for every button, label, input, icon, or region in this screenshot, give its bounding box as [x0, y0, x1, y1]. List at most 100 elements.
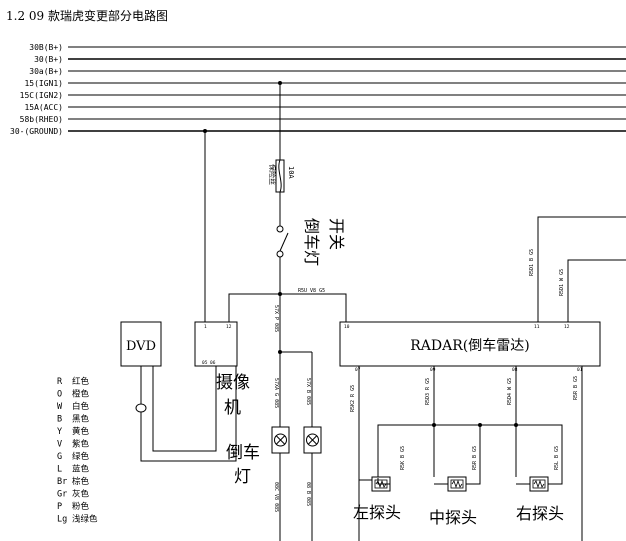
wire-code: R5K2 R G5 — [350, 385, 356, 412]
bus-label: 15A(ACC) — [24, 103, 63, 112]
pin-label: 12 — [226, 324, 232, 330]
legend-code: G — [57, 452, 62, 462]
legend-name: 棕色 — [72, 476, 90, 487]
diagram-title: 1.2 09 款瑞虎变更部分电路图 — [6, 8, 168, 23]
camera-label: 摄像 — [216, 373, 250, 393]
legend-code: W — [57, 402, 63, 412]
legend-row: V 紫色 — [57, 439, 90, 450]
legend-row: R 红色 — [57, 376, 90, 387]
legend-code: B — [57, 415, 62, 425]
wire-code: R5D1 W G5 — [559, 269, 565, 296]
wire-code: R5D1 B G5 — [529, 249, 535, 276]
legend-row: Br 棕色 — [57, 476, 90, 487]
legend-row: B 黑色 — [57, 414, 90, 425]
sensor-mid-label: 中探头 — [429, 508, 477, 527]
reverse-lamp-right — [303, 426, 322, 454]
wire-radar-top-2 — [567, 259, 626, 322]
wire-code: R5L B G5 — [554, 446, 560, 470]
pin-label: 08 — [512, 367, 518, 373]
wire-sensor-left-common — [377, 478, 390, 485]
legend-row: G 绿色 — [57, 451, 90, 462]
legend-name: 浅绿色 — [72, 514, 98, 525]
switch-label: 倒车灯 — [302, 218, 321, 266]
bus-label: 15C(IGN2) — [20, 91, 63, 100]
legend-name: 橙色 — [72, 389, 90, 400]
pin-label: 05 — [202, 360, 208, 366]
switch-contact — [276, 225, 284, 233]
legend-name: 绿色 — [72, 451, 90, 462]
legend-row: Gr 灰色 — [57, 489, 90, 500]
fuse-label: 保险丝 — [268, 164, 277, 185]
legend-code: R — [57, 377, 63, 387]
fuse-rating: 10A — [287, 166, 295, 179]
bus-label: 30(B+) — [34, 55, 63, 64]
legend-row: Y 黄色 — [57, 426, 90, 437]
legend-row: Lg 浅绿色 — [57, 514, 98, 525]
pin-label: 06 — [210, 360, 216, 366]
fuse-element — [278, 159, 282, 193]
dvd-label: DVD — [126, 339, 156, 354]
bus-label: 30B(B+) — [29, 43, 63, 52]
switch-lever — [279, 232, 289, 252]
pin-label: 07 — [355, 367, 361, 373]
radar-module — [339, 321, 601, 367]
wire-code: R5R B G5 — [573, 376, 579, 400]
legend-code: Y — [57, 427, 62, 437]
wire-code: 08 B 085 — [305, 482, 311, 506]
legend-name: 粉色 — [72, 501, 90, 512]
video-connector — [135, 403, 147, 413]
camera-label: 机 — [224, 398, 241, 418]
wire-code: R5U V8 G5 — [298, 288, 325, 294]
legend-code: O — [57, 390, 62, 400]
legend-code: Lg — [57, 515, 67, 525]
wire-code: 57X P 085 — [273, 305, 279, 332]
wire-code: 08C V8 085 — [273, 482, 279, 512]
wire-dvd-camera-inner — [152, 366, 217, 452]
wire-sensor-mid-common — [466, 478, 481, 485]
wire-code: 57X B 085 — [305, 378, 311, 405]
wire-code: R5R B G5 — [472, 446, 478, 470]
wire-code: R5D3 R G5 — [425, 378, 431, 405]
legend-name: 白色 — [72, 401, 90, 412]
sensor-left-label: 左探头 — [353, 503, 401, 522]
bus-labels: 30B(B+) 30(B+) 30a(B+) 15(IGN1) 15C(IGN2… — [10, 43, 63, 136]
legend-code: P — [57, 502, 62, 512]
legend-row: L 蓝色 — [57, 464, 90, 475]
legend-row: P 粉色 — [57, 501, 90, 512]
legend-name: 黄色 — [72, 426, 90, 437]
switch-contact — [276, 250, 284, 258]
wire-sensor-common — [377, 424, 563, 478]
bus-label: 58b(RHEO) — [20, 115, 63, 124]
switch-label: 开关 — [327, 218, 346, 250]
wire-code: R5K B G5 — [400, 446, 406, 470]
wire-top-horizontal — [228, 293, 347, 322]
legend-name: 红色 — [72, 376, 90, 387]
bus-label: 30a(B+) — [29, 67, 63, 76]
legend-code: L — [57, 465, 62, 475]
legend-name: 紫色 — [72, 439, 90, 450]
legend-row: O 橙色 — [57, 389, 90, 400]
legend-code: V — [57, 440, 62, 450]
legend-code: Br — [57, 477, 67, 487]
bus-lines — [68, 46, 626, 132]
lamp-label: 倒车 — [226, 443, 260, 463]
sensor-right-label: 右探头 — [516, 504, 564, 523]
legend-name: 蓝色 — [72, 464, 90, 475]
pin-label: 12 — [564, 324, 570, 330]
bus-label: 30-(GROUND) — [10, 127, 63, 136]
sensor-mid-symbol — [447, 476, 467, 492]
lamp-label: 灯 — [234, 467, 251, 487]
sensor-right-symbol — [529, 476, 549, 492]
color-legend: R 红色 O 橙色 W 白色 B 黑色 Y 黄色 V 紫色 G 绿色 L 蓝色 — [57, 376, 98, 525]
legend-name: 灰色 — [72, 489, 90, 500]
radar-label: RADAR(倒车雷达) — [410, 337, 529, 354]
wire-radar-top-1 — [537, 216, 626, 322]
legend-row: W 白色 — [57, 401, 90, 412]
bus-label: 15(IGN1) — [24, 79, 63, 88]
pin-label: 1 — [204, 324, 207, 330]
pin-label: 01 — [577, 367, 583, 373]
legend-code: Gr — [57, 490, 67, 500]
legend-name: 黑色 — [72, 414, 90, 425]
wire-code: R5D4 W G5 — [507, 378, 513, 405]
